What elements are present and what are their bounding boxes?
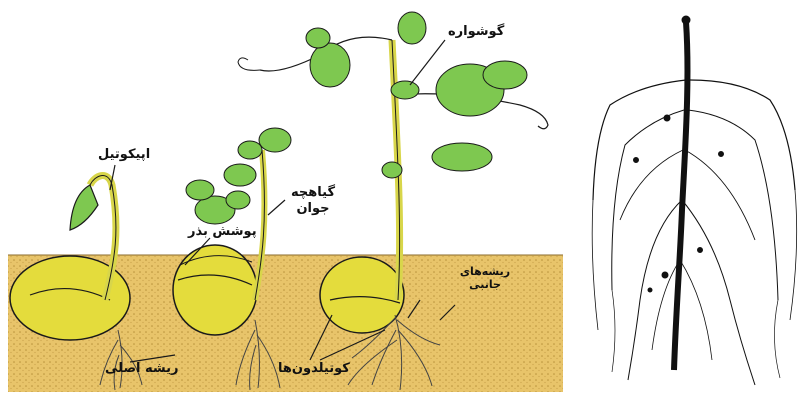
label-young-plant-line-2: جوان bbox=[283, 201, 343, 217]
label-lateral-roots-line-2: جانبی bbox=[455, 278, 515, 291]
label-primary-root: ریشه اصلی bbox=[105, 361, 178, 377]
label-epicotyl: اپیکوتیل bbox=[98, 147, 150, 163]
label-cotyledons: کوتیلدون‌ها bbox=[278, 361, 350, 377]
label-young-plant-line-1: گیاهچه bbox=[283, 185, 343, 201]
label-lateral-roots-line-1: ریشه‌های bbox=[455, 265, 515, 278]
label-lateral-roots: ریشه‌های جانبی bbox=[455, 265, 515, 291]
label-tendril: گوشواره bbox=[448, 24, 504, 40]
root-photo bbox=[592, 16, 796, 385]
label-seed-coat: پوشش بذر bbox=[188, 224, 257, 240]
label-young-plant: گیاهچه جوان bbox=[283, 185, 343, 217]
